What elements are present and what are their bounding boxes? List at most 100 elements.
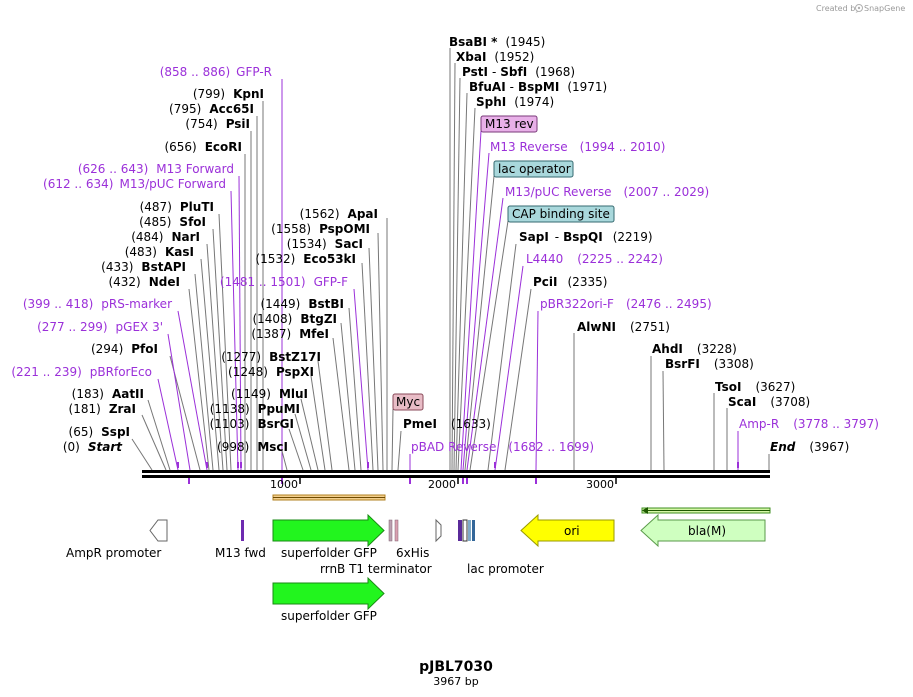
feature-label-superfolder-gfp-2: superfolder GFP — [281, 609, 377, 623]
site-label-sspi: (65)SspI — [69, 425, 130, 439]
site-pos: (1633) — [451, 417, 491, 431]
site-label-amp-r: Amp-R(3778 .. 3797) — [739, 417, 879, 431]
site-name: BstAPI — [141, 260, 186, 274]
site-label-bstz17i: (1277)BstZ17I — [221, 350, 321, 364]
site-label-psii: (754)PsiI — [185, 117, 250, 131]
site-label-pcii: PciI(2335) — [533, 275, 607, 289]
connector-lac-operator — [464, 175, 495, 471]
connector-m13-forward — [238, 175, 242, 471]
site-label-bstbi: (1449)BstBI — [260, 297, 344, 311]
site-pos: (2751) — [630, 320, 670, 334]
site-name: GFP-R — [236, 65, 272, 79]
site-pos: (221 .. 239) — [11, 365, 81, 379]
site-pos: (1968) — [535, 65, 575, 79]
site-name: M13/pUC Forward — [119, 177, 226, 191]
connector-bfuai — [455, 92, 468, 471]
feature-label-rrnb-terminator: rrnB T1 terminator — [320, 562, 432, 576]
site-pos: (1562) — [300, 207, 340, 221]
site-pos: (2335) — [568, 275, 608, 289]
site-name: L4440 — [526, 252, 563, 266]
connector-l4440 — [494, 265, 524, 471]
site-label-pmei: PmeI(1633) — [403, 417, 491, 431]
site-label-bsrfi: BsrFI(3308) — [665, 357, 754, 371]
site-name: pGEX 3' — [116, 320, 163, 334]
site-pos: (1449) — [260, 297, 300, 311]
site-label-mlui: (1149)MluI — [231, 387, 308, 401]
backbone-top-strand — [142, 470, 770, 473]
connector-bsrfi — [662, 370, 665, 471]
site-label-pgex3: (277 .. 299)pGEX 3' — [37, 320, 163, 334]
connector-sfoi — [212, 228, 228, 471]
connector-saci — [368, 247, 379, 471]
site-name: TsoI — [715, 380, 741, 394]
connector-bsrgi — [288, 428, 304, 471]
site-name: PfoI — [131, 342, 158, 356]
site-name: Amp-R — [739, 417, 779, 431]
credit-prefix: Created by — [816, 4, 860, 13]
primer-tick-pgex — [188, 478, 190, 484]
site-label-pspomi: (1558)PspOMI — [271, 222, 370, 236]
site-label-ahdi: AhdI(3228) — [652, 342, 737, 356]
site-pos: (65) — [69, 425, 94, 439]
connector-pbr322ori-f — [535, 310, 539, 471]
connector-pspomi — [377, 232, 384, 471]
connector-psti — [453, 77, 461, 471]
site-name: AatII — [112, 387, 144, 401]
site-label-pspxi: (1248) PspXI — [228, 365, 314, 379]
site-name: SfoI — [179, 215, 206, 229]
lac-region-marker-4 — [472, 520, 475, 541]
site-pos: (3308) — [714, 357, 754, 371]
site-name: pBR322ori-F — [540, 297, 614, 311]
site-pos: (1103) — [210, 417, 250, 431]
site-pos: (3627) — [755, 380, 795, 394]
site-pos: (1248) — [228, 365, 268, 379]
feature-badge-label-myc: Myc — [396, 395, 420, 409]
site-label-xbai: XbaI(1952) — [456, 50, 534, 64]
primer-tick-m13puc-rev — [466, 478, 468, 484]
site-pos: (1534) — [287, 237, 327, 251]
site-label-aatii: (183)AatII — [72, 387, 144, 401]
site-label-sapi-bspqi: SapI-BspQI(2219) — [519, 230, 653, 244]
site-name: pRS-marker — [101, 297, 172, 311]
feature-badge-cap-binding-site — [507, 205, 615, 223]
site-label-nari: (484)NarI — [131, 230, 200, 244]
site-name-2: BspMI — [518, 80, 559, 94]
site-pos: (2219) — [613, 230, 653, 244]
6xhis-marker — [394, 519, 399, 542]
site-pos: (487) — [140, 200, 172, 214]
site-name-2: BspQI — [563, 230, 603, 244]
site-pos: (998) — [217, 440, 249, 454]
ruler-label-1000: 1000 — [270, 478, 298, 491]
site-label-acc65i: (795)Acc65I — [169, 102, 254, 116]
feature-badge-lac-operator — [493, 160, 574, 178]
ampr-promoter-arrow — [149, 519, 168, 542]
connector-prs-marker — [177, 310, 208, 471]
site-label-l4440: L4440 (2225 .. 2242) — [526, 252, 663, 266]
site-name: PsiI — [226, 117, 250, 131]
site-name: PspXI — [276, 365, 314, 379]
superfolder-gfp-arrow-2 — [272, 576, 385, 611]
primer-tick-pbr322 — [535, 478, 537, 484]
feature-label-ampr-promoter: AmpR promoter — [66, 546, 161, 560]
site-label-btgzi: (1408)BtgZI — [252, 312, 337, 326]
site-label-msci: (998) MscI — [217, 440, 288, 454]
site-name: SphI — [476, 95, 506, 109]
site-pos: (1994 .. 2010) — [580, 140, 666, 154]
site-name: BsrGI — [257, 417, 294, 431]
site-label-kasi: (483)KasI — [125, 245, 194, 259]
connector-zrai — [141, 414, 167, 471]
site-pos: (432) — [108, 275, 140, 289]
site-label-apai: (1562)ApaI — [300, 207, 378, 221]
connector-pgex3 — [167, 333, 191, 471]
site-pos: (1138) — [210, 402, 250, 416]
site-pos: (2225 .. 2242) — [577, 252, 663, 266]
site-name: ScaI — [728, 395, 756, 409]
feature-badge-label-lac-operator: lac operator — [498, 162, 571, 176]
promoter-small-arrow — [435, 518, 442, 543]
site-label-bfuai-bspmi: BfuAI-BspMI(1971) — [469, 80, 607, 94]
site-name: M13/pUC Reverse — [505, 185, 612, 199]
primer-tick-pbr — [177, 462, 179, 468]
primer-tick-gfp-f — [367, 462, 369, 468]
site-name: MscI — [257, 440, 288, 454]
